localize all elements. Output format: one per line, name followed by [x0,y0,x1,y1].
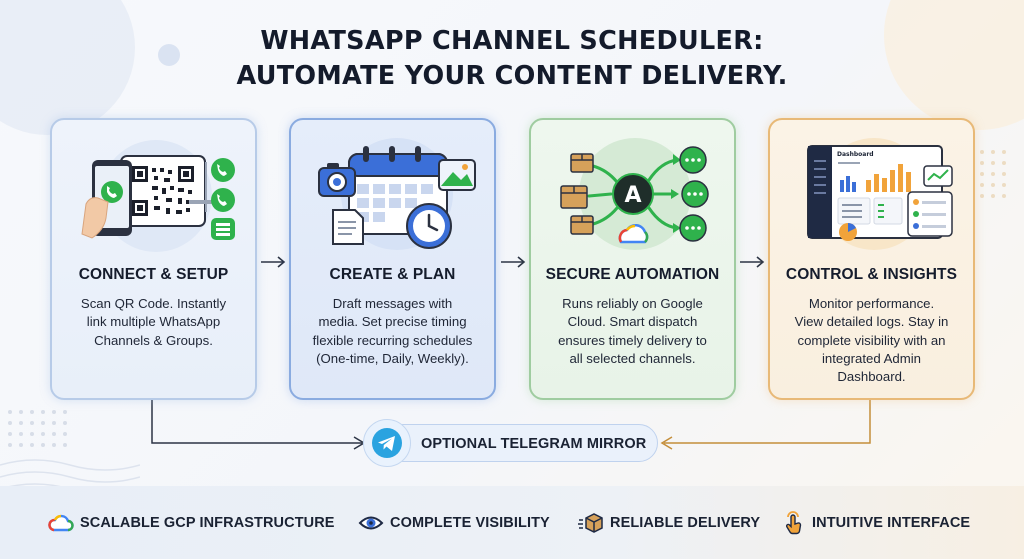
step-heading: CONTROL & INSIGHTS [785,266,958,283]
step-description: Draft messages with media. Set precise t… [312,296,473,366]
feature-label: RELIABLE DELIVERY [610,515,761,531]
step-card-automation: A SECURE AUTOMATION Runs reliably on Goo… [529,118,736,400]
step-description: Runs reliably on Google Cloud. Smart dis… [558,296,707,366]
decorative-dot-grid [8,410,67,447]
feature-item: COMPLETE VISIBILITY [358,511,550,535]
eye-icon [358,516,384,530]
feature-item: RELIABLE DELIVERY [578,511,760,535]
step-heading: SECURE AUTOMATION [545,266,720,283]
title-line-2: AUTOMATE YOUR CONTENT DELIVERY. [236,61,788,91]
flow-arrow-icon [501,256,526,268]
telegram-icon [363,419,411,467]
feature-item: SCALABLE GCP INFRASTRUCTURE [48,511,335,535]
telegram-mirror-badge: OPTIONAL TELEGRAM MIRROR [363,419,658,467]
step-description: Monitor performance. View detailed logs.… [794,296,949,385]
package-icon [578,513,603,533]
feature-bar: SCALABLE GCP INFRASTRUCTURE COMPLETE VIS… [0,486,1024,559]
feature-label: INTUITIVE INTERFACE [812,515,971,531]
automation-illustration: A [560,138,709,250]
feature-label: SCALABLE GCP INFRASTRUCTURE [80,515,335,531]
feature-item: INTUITIVE INTERFACE [784,511,970,535]
page-title: WHATSAPP CHANNEL SCHEDULER: AUTOMATE YOU… [0,24,1024,94]
flow-arrow-icon [740,256,765,268]
step-heading: CONNECT & SETUP [78,266,229,283]
background-dot [158,44,180,66]
step-description: Scan QR Code. Instantly link multiple Wh… [80,296,227,348]
tap-hand-icon [785,511,802,535]
dashboard-mock-title: Dashboard [837,151,874,158]
qr-phone-illustration [81,140,235,252]
title-line-1: WHATSAPP CHANNEL SCHEDULER: [260,26,764,56]
svg-text:A: A [624,183,641,208]
step-card-insights: Dashboard CONTROL & INSIGHTS Monitor per… [768,118,975,400]
calendar-clock-illustration [318,138,476,250]
google-cloud-icon [48,514,74,532]
feature-label: COMPLETE VISIBILITY [390,515,550,531]
flow-arrow-icon [261,256,286,268]
step-card-create: CREATE & PLAN Draft messages with media.… [289,118,496,400]
dashboard-illustration: Dashboard [807,138,953,250]
step-card-connect: CONNECT & SETUP Scan QR Code. Instantly … [50,118,257,400]
telegram-mirror-label: OPTIONAL TELEGRAM MIRROR [421,436,647,452]
step-heading: CREATE & PLAN [329,266,456,283]
